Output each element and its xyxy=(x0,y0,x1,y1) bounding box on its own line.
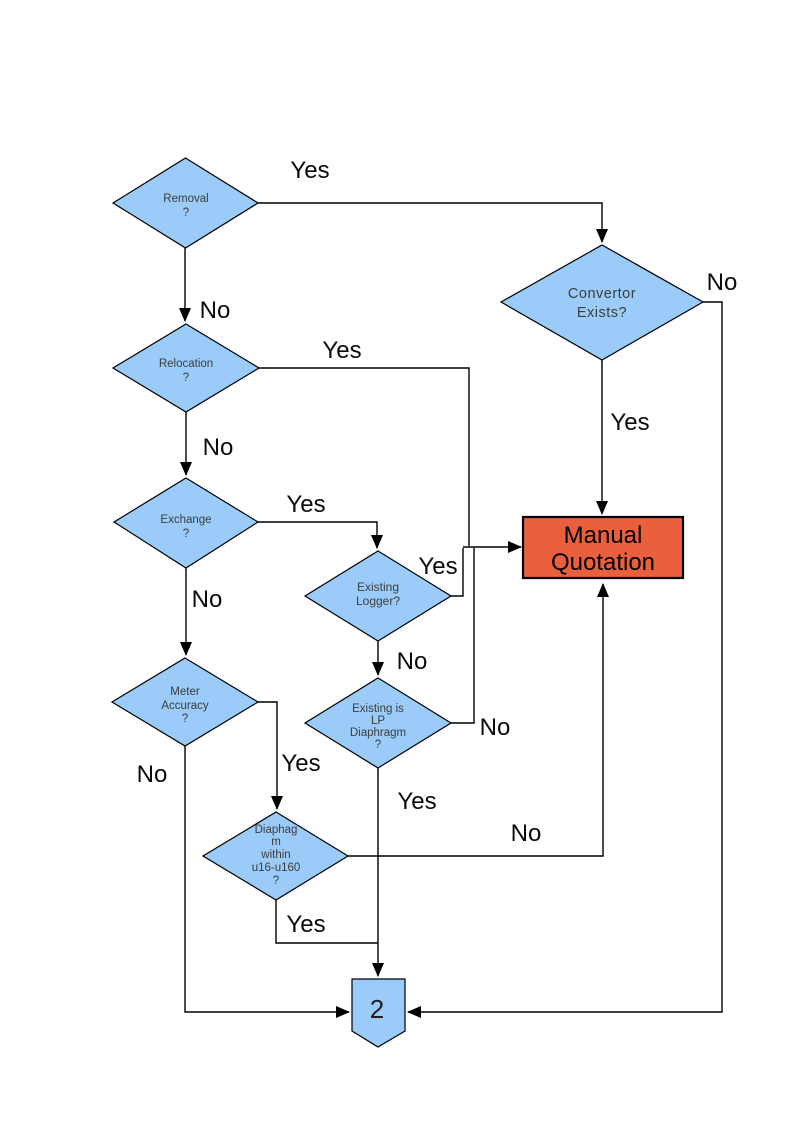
rect-shape xyxy=(521,515,685,580)
node-label-line: ? xyxy=(375,739,381,751)
diamond-shape xyxy=(110,657,260,747)
diamond-shape xyxy=(111,157,260,249)
edge-removal-yes xyxy=(258,202,608,243)
edge-label-convertor-no: No xyxy=(707,269,738,296)
edge-relocation-yes xyxy=(259,367,470,546)
edge-label-diaphragm-yes: Yes xyxy=(286,911,325,938)
node-label-line: Diaphag xyxy=(255,824,298,836)
node-diaphragm-within: Diaphag m within u16-u160 ? xyxy=(201,811,350,901)
node-label-line: Accuracy xyxy=(161,700,209,712)
edge-convertor-no xyxy=(407,301,723,1018)
connectors xyxy=(179,202,723,1018)
node-label-line: ? xyxy=(183,372,189,384)
node-label-line: Manual xyxy=(564,522,643,549)
edge-label-exchange-yes: Yes xyxy=(286,491,325,518)
edge-label-existing-logger-yes: Yes xyxy=(418,553,457,580)
diamond-shape xyxy=(111,323,261,413)
edge-diaphragm-yes xyxy=(275,900,378,944)
edge-label-removal-yes: Yes xyxy=(290,157,329,184)
node-label-line: ? xyxy=(273,875,279,887)
diamond-shape xyxy=(303,677,453,769)
node-label-line: ? xyxy=(183,528,189,540)
edge-meter-accuracy-yes xyxy=(258,701,283,810)
node-label-line: Existing xyxy=(357,580,399,594)
diamond-shape xyxy=(303,550,453,642)
node-manual-quotation: Manual Quotation xyxy=(521,515,685,580)
node-label-line: Existing is xyxy=(352,703,404,715)
edge-label-convertor-yes: Yes xyxy=(610,409,649,436)
diamond-shape xyxy=(112,477,260,569)
node-convertor-exists: Convertor Exists? xyxy=(499,244,705,361)
edge-label-existing-logger-no: No xyxy=(397,648,428,675)
node-offpage-connector-2: 2 xyxy=(351,978,406,1048)
node-label-line: ? xyxy=(182,713,188,725)
edge-label-relocation-yes: Yes xyxy=(322,337,361,364)
node-label-line: Diaphragm xyxy=(350,727,406,739)
node-label-line: Meter xyxy=(170,686,200,698)
node-label-line: Exchange xyxy=(160,514,211,526)
node-label-line: 2 xyxy=(370,994,384,1024)
node-label-line: ? xyxy=(183,207,189,219)
edge-labels: Yes No No Yes Yes No Yes No Yes No No Ye… xyxy=(137,157,738,938)
edge-existing-logger-yes xyxy=(451,548,464,597)
node-label-line: Logger? xyxy=(356,594,400,608)
node-label-line: Quotation xyxy=(551,549,655,576)
diamond-shape xyxy=(201,811,350,901)
node-label-line: Convertor xyxy=(568,286,636,302)
node-label-line: LP xyxy=(371,715,385,727)
edge-label-diaphragm-no: No xyxy=(511,820,542,847)
diamond-shape xyxy=(499,244,705,361)
node-label-line: u16-u160 xyxy=(252,862,301,874)
edge-diaphragm-no xyxy=(348,583,609,857)
edge-exchange-yes xyxy=(258,521,383,549)
edge-label-meter-accuracy-no: No xyxy=(137,761,168,788)
node-label-line: Removal xyxy=(163,193,208,205)
node-label-line: within xyxy=(260,849,290,861)
node-relocation: Relocation ? xyxy=(111,323,261,413)
edge-label-exchange-no: No xyxy=(192,586,223,613)
edge-label-existing-lp-no: No xyxy=(480,714,511,741)
node-label-line: Relocation xyxy=(159,358,213,370)
node-label-line: Exists? xyxy=(577,305,627,321)
node-existing-lp-diaphragm: Existing is LP Diaphragm ? xyxy=(303,677,453,769)
nodes: Removal ? Convertor Exists? Relocation ?… xyxy=(110,157,705,1048)
edge-label-meter-accuracy-yes: Yes xyxy=(281,750,320,777)
node-existing-logger: Existing Logger? xyxy=(303,550,453,642)
edge-meter-accuracy-no xyxy=(184,746,350,1018)
node-label-line: m xyxy=(271,836,281,848)
node-removal: Removal ? xyxy=(111,157,260,249)
edge-label-existing-lp-yes: Yes xyxy=(397,788,436,815)
node-exchange: Exchange ? xyxy=(112,477,260,569)
edge-label-relocation-no: No xyxy=(203,434,234,461)
edge-existing-lp-no xyxy=(451,548,475,724)
edge-label-removal-no: No xyxy=(200,297,231,324)
node-meter-accuracy: Meter Accuracy ? xyxy=(110,657,260,747)
pentagon-shape xyxy=(351,978,406,1048)
